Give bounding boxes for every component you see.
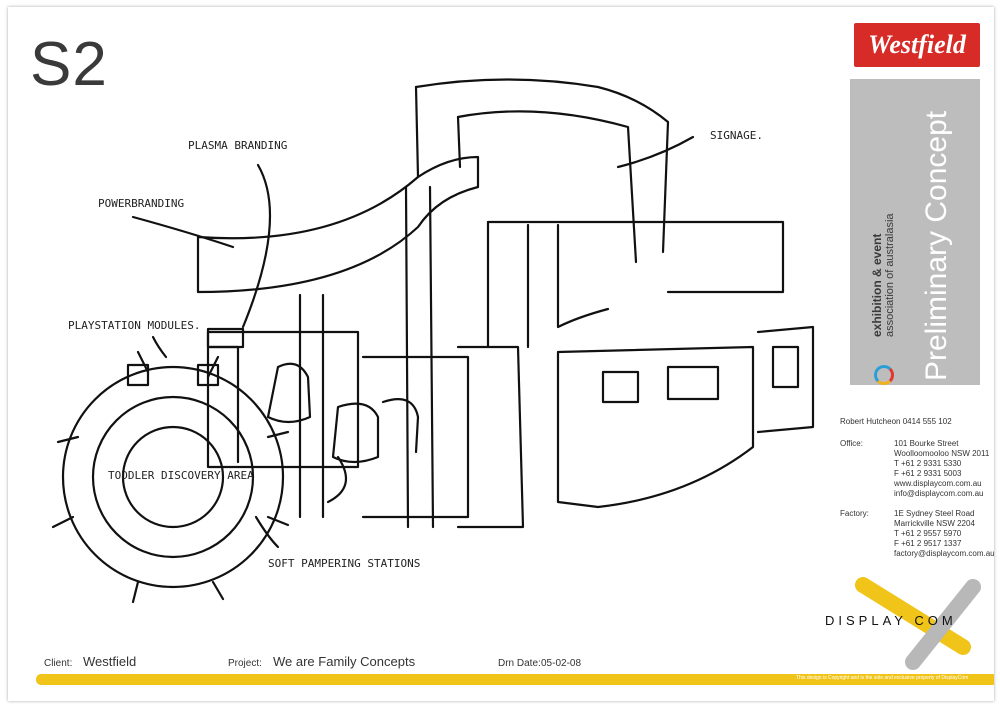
sheet-number: S2 <box>30 30 108 99</box>
factory-block: Factory: 1E Sydney Steel Road Marrickvil… <box>840 509 994 559</box>
annotation-playstation-modules: PLAYSTATION MODULES. <box>68 319 200 332</box>
factory-line: factory@displaycom.com.au <box>894 549 994 558</box>
office-line: F +61 2 9331 5003 <box>894 469 962 478</box>
annotation-power-branding: POWERBRANDING <box>98 197 184 210</box>
title-band <box>850 79 980 385</box>
date-value: 05-02-08 <box>541 658 582 669</box>
factory-line: T +61 2 9557 5970 <box>894 529 962 538</box>
office-label: Office: <box>840 439 863 448</box>
displaycom-logo: DISPLAY COM <box>825 577 981 670</box>
client-value: Westfield <box>83 654 137 669</box>
footer-accent-bar <box>36 674 994 685</box>
annotation-signage: SIGNAGE. <box>710 129 763 142</box>
association-line-2: association of australasia <box>884 213 896 337</box>
title-block-footer: Client: Westfield Project: We are Family… <box>28 643 994 683</box>
office-line: info@displaycom.com.au <box>894 489 984 498</box>
association-text: exhibition & event association of austra… <box>870 187 896 337</box>
concept-sketch: PLASMA BRANDING POWERBRANDING SIGNAGE. P… <box>51 78 815 604</box>
client-label: Client: <box>44 658 73 669</box>
annotation-toddler-discovery: TODDLER DISCOVERY AREA <box>108 469 254 482</box>
annotation-soft-pampering: SOFT PAMPERING STATIONS <box>268 557 420 570</box>
date-label: Drn Date: <box>498 658 541 669</box>
factory-label: Factory: <box>840 509 869 518</box>
office-line: www.displaycom.com.au <box>894 479 982 488</box>
copyright-notice: This design is Copyright and is the sole… <box>796 675 969 681</box>
factory-line: F +61 2 9517 1337 <box>894 539 962 548</box>
factory-line: Marrickville NSW 2204 <box>894 519 975 528</box>
factory-line: 1E Sydney Steel Road <box>894 509 975 518</box>
drawing-sheet: S2 <box>8 7 994 701</box>
westfield-logo: Westfield <box>854 23 980 67</box>
office-line: Woolloomooloo NSW 2011 <box>894 449 990 458</box>
office-block: Office: 101 Bourke Street Woolloomooloo … <box>840 439 990 499</box>
office-line: T +61 2 9331 5330 <box>894 459 962 468</box>
project-label: Project: <box>228 658 262 669</box>
sheet-title: Preliminary Concept <box>920 110 953 381</box>
contact-person: Robert Hutcheon 0414 555 102 <box>840 417 952 426</box>
office-line: 101 Bourke Street <box>894 439 959 448</box>
annotation-plasma-branding: PLASMA BRANDING <box>188 139 287 152</box>
displaycom-logo-text: DISPLAY COM <box>825 613 957 628</box>
association-logo-icon <box>874 365 894 385</box>
project-value: We are Family Concepts <box>273 654 416 669</box>
association-line-1: exhibition & event <box>870 233 884 337</box>
contact-block: Robert Hutcheon 0414 555 102 Office: 101… <box>840 417 994 559</box>
